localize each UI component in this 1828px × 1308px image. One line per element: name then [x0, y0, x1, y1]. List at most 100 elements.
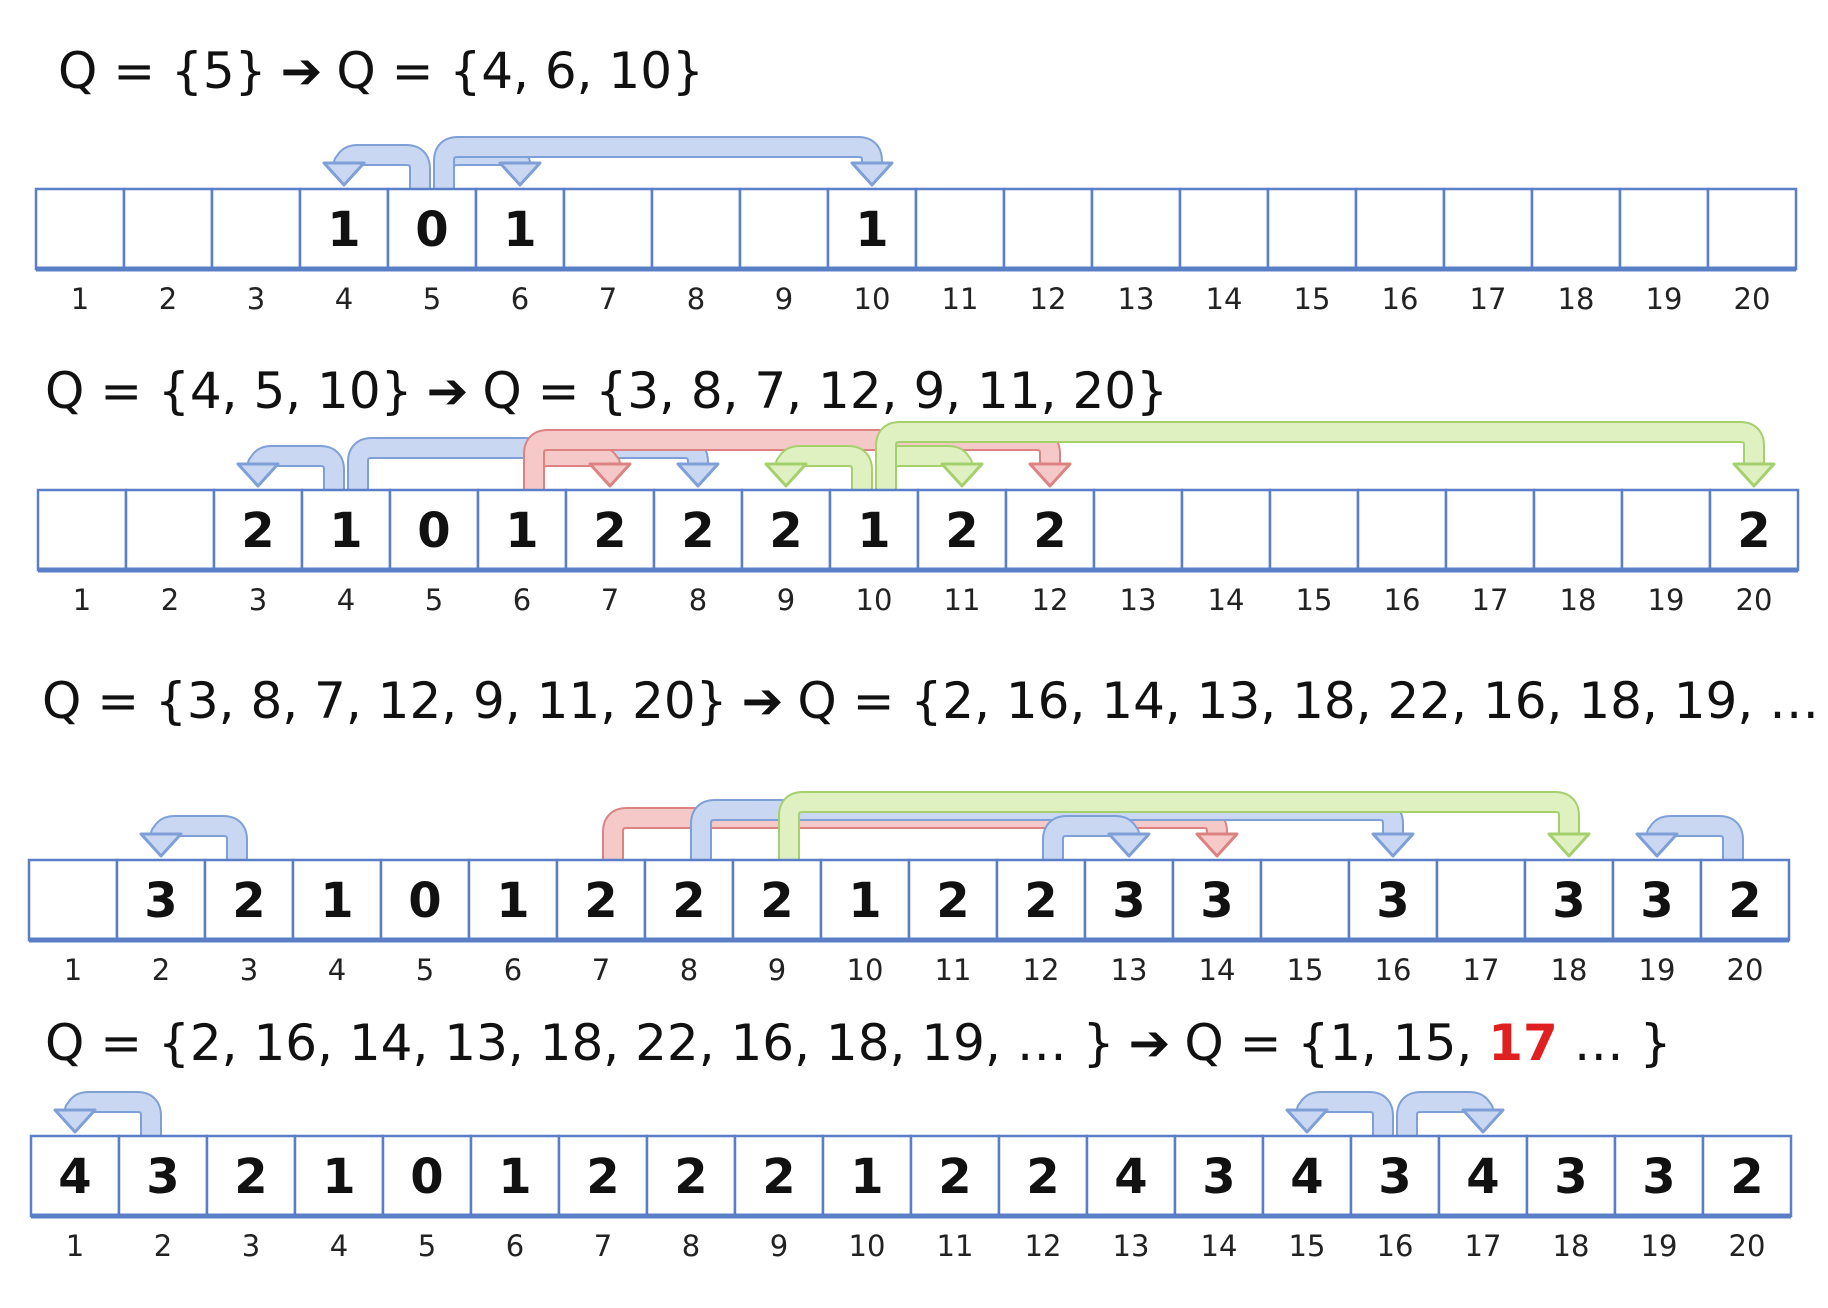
index-label: 9	[775, 282, 793, 316]
cell-distance: 2	[1730, 1149, 1763, 1205]
cell-distance: 3	[1200, 873, 1233, 929]
index-label: 12	[1030, 282, 1067, 316]
arrowhead-icon	[1028, 462, 1072, 488]
cell-distance: 1	[322, 1149, 355, 1205]
index-label: 5	[418, 1229, 436, 1263]
queue-after: Q = {4, 6, 10}	[336, 42, 703, 100]
panel-1-queue-line: Q = {5}➔Q = {4, 6, 10}	[58, 42, 704, 100]
array-cell	[1004, 488, 1096, 572]
cell-distance: 3	[1640, 873, 1673, 929]
array-cell	[826, 187, 918, 271]
index-label: 6	[506, 1229, 524, 1263]
array-cell	[36, 488, 128, 572]
array-cell	[1178, 187, 1270, 271]
array-cell	[115, 858, 207, 942]
transition-arrow-icon: ➔	[1128, 1014, 1170, 1072]
cell-distance: 2	[234, 1149, 267, 1205]
array-cell	[821, 1134, 913, 1218]
arrowhead-icon	[1195, 832, 1239, 858]
cell-distance: 4	[58, 1149, 91, 1205]
index-label: 11	[935, 953, 972, 987]
array-cell	[1356, 488, 1448, 572]
arrowhead-icon	[322, 161, 366, 187]
cell-distance: 3	[146, 1149, 179, 1205]
index-label: 2	[159, 282, 177, 316]
array-cell	[1435, 858, 1527, 942]
index-label: 19	[1639, 953, 1676, 987]
arrowhead-icon	[1461, 1108, 1505, 1134]
array-cell	[555, 858, 647, 942]
arrowhead-icon	[588, 462, 632, 488]
index-label: 19	[1646, 282, 1683, 316]
index-label: 13	[1118, 282, 1155, 316]
cell-distance: 1	[848, 873, 881, 929]
cell-distance: 2	[586, 1149, 619, 1205]
queue-after-prefix: Q = {1, 15,	[1184, 1014, 1488, 1072]
queue-before: Q = {3, 8, 7, 12, 9, 11, 20}	[42, 672, 728, 730]
index-label: 16	[1382, 282, 1419, 316]
array-cell	[562, 187, 654, 271]
panel-4-queue-line: Q = {2, 16, 14, 13, 18, 22, 16, 18, 19, …	[45, 1014, 1671, 1072]
array-cell	[1180, 488, 1272, 572]
index-label: 4	[335, 282, 353, 316]
index-label: 3	[249, 583, 267, 617]
index-label: 4	[328, 953, 346, 987]
cell-distance: 2	[593, 503, 626, 559]
index-label: 7	[594, 1229, 612, 1263]
index-label: 1	[64, 953, 82, 987]
queue-before: Q = {2, 16, 14, 13, 18, 22, 16, 18, 19, …	[45, 1014, 1114, 1072]
index-label: 18	[1558, 282, 1595, 316]
array-cell	[1259, 858, 1351, 942]
index-label: 2	[161, 583, 179, 617]
array-cell	[124, 488, 216, 572]
array-cell	[916, 488, 1008, 572]
arrow-green	[877, 423, 1763, 505]
cell-distance: 1	[320, 873, 353, 929]
array-cell	[122, 187, 214, 271]
cell-distance: 2	[674, 1149, 707, 1205]
index-label: 14	[1201, 1229, 1238, 1263]
index-label: 3	[247, 282, 265, 316]
array-cell	[740, 488, 832, 572]
cell-distance: 2	[241, 503, 274, 559]
index-label: 2	[154, 1229, 172, 1263]
index-label: 11	[937, 1229, 974, 1263]
array-cell	[914, 187, 1006, 271]
array-cell	[1444, 488, 1536, 572]
index-label: 10	[849, 1229, 886, 1263]
array-cell	[1708, 488, 1800, 572]
array-cell	[1611, 858, 1703, 942]
arrow-blue	[435, 138, 881, 204]
index-label: 17	[1470, 282, 1507, 316]
cell-distance: 2	[945, 503, 978, 559]
cell-distance: 2	[1728, 873, 1761, 929]
index-label: 10	[856, 583, 893, 617]
array-cell	[1354, 187, 1446, 271]
index-label: 17	[1463, 953, 1500, 987]
cell-distance: 1	[857, 503, 890, 559]
index-label: 10	[854, 282, 891, 316]
array-cell	[467, 858, 559, 942]
index-label: 8	[682, 1229, 700, 1263]
cell-distance: 3	[144, 873, 177, 929]
index-label: 15	[1294, 282, 1331, 316]
index-label: 12	[1025, 1229, 1062, 1263]
array-cell	[1349, 1134, 1441, 1218]
index-label: 2	[152, 953, 170, 987]
array-cell	[298, 187, 390, 271]
index-label: 9	[777, 583, 795, 617]
arrowhead-icon	[940, 462, 984, 488]
cell-distance: 2	[938, 1149, 971, 1205]
cell-distance: 1	[496, 873, 529, 929]
index-label: 14	[1199, 953, 1236, 987]
arrowhead-icon	[236, 462, 280, 488]
cell-distance: 1	[855, 202, 888, 258]
cell-distance: 3	[1642, 1149, 1675, 1205]
arrowhead-icon	[764, 462, 808, 488]
index-label: 16	[1384, 583, 1421, 617]
index-label: 19	[1648, 583, 1685, 617]
cell-distance: 3	[1376, 873, 1409, 929]
cell-distance: 3	[1378, 1149, 1411, 1205]
index-label: 11	[944, 583, 981, 617]
